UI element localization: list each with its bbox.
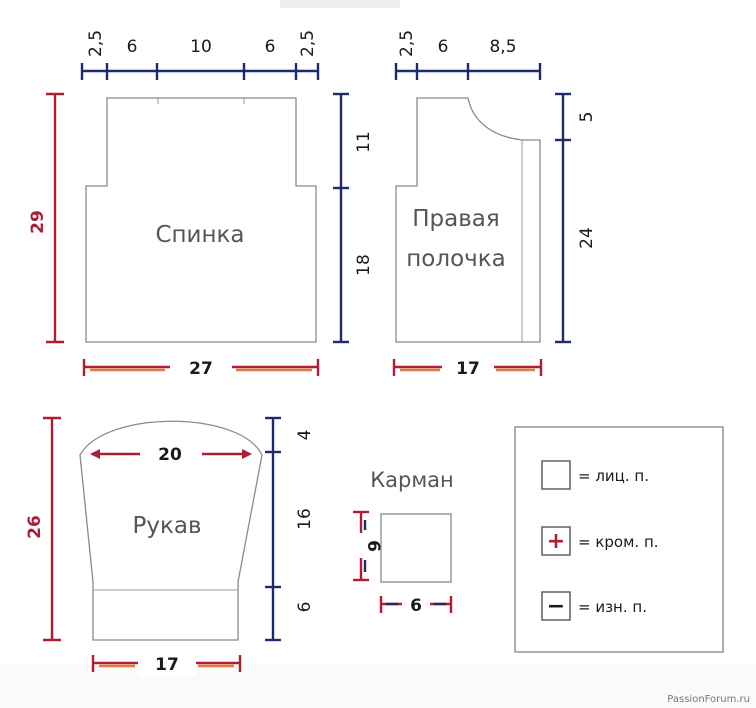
sleeve-middle-value: 16 <box>295 508 315 530</box>
pocket-width-dimension <box>379 592 453 616</box>
back-top-dimension <box>80 63 320 80</box>
sleeve-outline <box>79 420 263 641</box>
back-dim-neck: 10 <box>190 37 212 57</box>
legend-edge-text: = кром. п. <box>578 533 659 551</box>
back-dim-shoulder-right: 2,5 <box>298 30 318 57</box>
sleeve-cap-value: 4 <box>295 430 315 441</box>
sleeve-height-value: 26 <box>25 515 45 539</box>
back-width-dimension <box>82 355 320 381</box>
sleeve-width-dimension <box>91 651 242 677</box>
back-side-dimension <box>333 92 349 344</box>
front-width-dimension <box>392 355 543 381</box>
legend-item-knit: = лиц. п. <box>541 460 649 490</box>
front-upper-value: 5 <box>577 112 597 123</box>
back-dim-6-right: 6 <box>265 37 276 57</box>
sleeve-side-dimension <box>265 416 281 642</box>
pocket-height-value: 6 <box>363 540 383 552</box>
empty-square-icon <box>541 460 571 490</box>
legend-box: = лиц. п. + = кром. п. − = изн. п. <box>514 426 724 653</box>
watermark: PassionForum.ru <box>667 694 750 705</box>
plus-square-icon <box>541 526 571 556</box>
sleeve-cuff-value: 6 <box>295 602 315 613</box>
sleeve-height-dimension <box>43 416 61 642</box>
pocket-width-value: 6 <box>410 596 422 616</box>
front-side-dimension <box>555 92 571 344</box>
back-height-dimension <box>46 92 64 344</box>
front-dim-6: 6 <box>438 37 449 57</box>
front-top-dimension <box>394 63 542 80</box>
back-upper-value: 11 <box>354 131 374 153</box>
back-label: Спинка <box>155 222 244 248</box>
back-height-value: 29 <box>28 210 48 234</box>
front-label-line2: полочка <box>406 246 505 272</box>
legend-purl-symbol: − <box>547 594 565 619</box>
front-dim-shoulder: 2,5 <box>397 30 417 57</box>
back-outline <box>85 97 317 343</box>
back-dim-6-left: 6 <box>127 37 138 57</box>
back-piece: Спинка 2,5 6 10 6 2,5 29 1 <box>28 30 374 381</box>
front-width-value: 17 <box>456 359 480 379</box>
front-piece: Правая полочка 2,5 6 8,5 5 24 17 <box>392 30 597 381</box>
legend-item-edge: + = кром. п. <box>541 526 659 556</box>
legend-purl-text: = изн. п. <box>578 598 647 616</box>
minus-square-icon <box>541 591 571 621</box>
legend-knit-text: = лиц. п. <box>578 467 649 485</box>
sleeve-label: Рукав <box>132 513 201 539</box>
pocket-outline <box>380 513 452 583</box>
pocket-piece: Карман 6 6 <box>353 468 454 616</box>
pocket-height-dimension <box>353 510 371 582</box>
back-dim-shoulder-left: 2,5 <box>86 30 106 57</box>
sleeve-piece: Рукав 20 26 4 16 6 <box>25 416 315 677</box>
front-label-line1: Правая <box>412 206 499 232</box>
legend-item-purl: − = изн. п. <box>541 591 647 621</box>
back-width-value: 27 <box>189 359 213 379</box>
sleeve-width-value: 17 <box>155 655 179 675</box>
back-lower-value: 18 <box>354 254 374 276</box>
sleeve-top-width-value: 20 <box>158 445 182 465</box>
legend-edge-symbol: + <box>547 529 565 554</box>
sleeve-top-dimension <box>90 440 252 466</box>
front-dim-neck: 8,5 <box>489 37 516 57</box>
front-outline <box>395 97 541 343</box>
pocket-label: Карман <box>370 468 454 492</box>
front-lower-value: 24 <box>577 227 597 249</box>
